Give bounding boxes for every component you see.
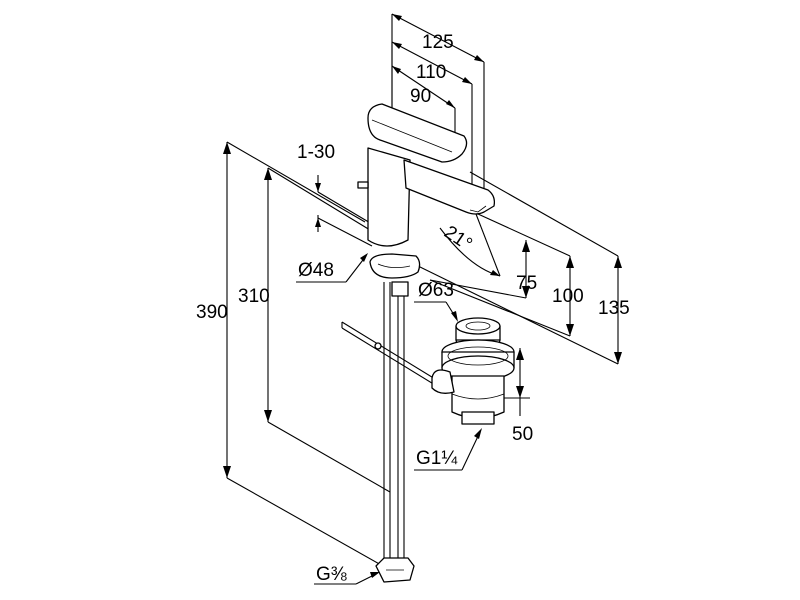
dim-diam-63: Ø63 <box>418 280 454 301</box>
faucet-body <box>357 103 496 297</box>
dim-110: 110 <box>416 62 446 83</box>
dim-g1-1-4: G1¼ <box>416 448 458 469</box>
dim-100: 100 <box>552 286 584 307</box>
dim-50-lines <box>504 348 530 416</box>
supply-hoses <box>375 282 415 583</box>
dim-75: 75 <box>516 273 537 294</box>
dim-125: 125 <box>422 32 454 53</box>
dim-diam-48: Ø48 <box>298 260 334 281</box>
dim-g3-8: G⅜ <box>316 564 347 585</box>
waste-fitting <box>431 317 515 425</box>
dim-310: 310 <box>238 286 270 307</box>
dim-90: 90 <box>410 86 431 107</box>
dim-1-30: 1-30 <box>297 142 335 163</box>
dim-50: 50 <box>512 424 533 445</box>
popup-rod <box>341 321 441 389</box>
dim-390: 390 <box>196 302 228 323</box>
left-height-dimensions <box>223 141 391 571</box>
dim-135: 135 <box>598 298 630 319</box>
right-height-dimensions <box>417 171 622 365</box>
top-width-dimensions <box>391 13 485 210</box>
dim-angle-21: 21° <box>440 222 476 255</box>
